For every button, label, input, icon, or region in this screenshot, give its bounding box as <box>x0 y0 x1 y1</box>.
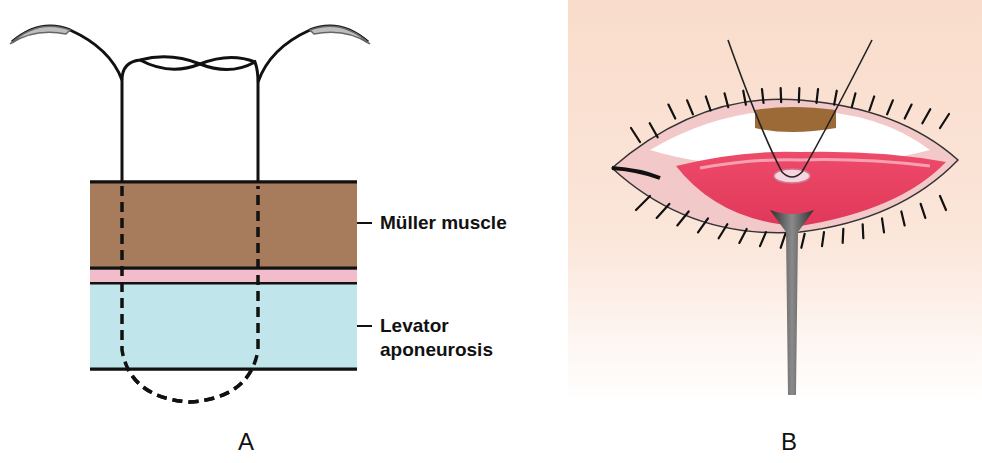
band-label: Müller muscle <box>380 211 507 235</box>
tissue-band: Levator aponeurosis <box>90 284 357 369</box>
panel-label: A <box>238 428 254 456</box>
band-label: Levator aponeurosis <box>380 314 495 362</box>
panel-label: B <box>781 428 797 456</box>
tissue-band: Müller muscle <box>90 183 357 268</box>
